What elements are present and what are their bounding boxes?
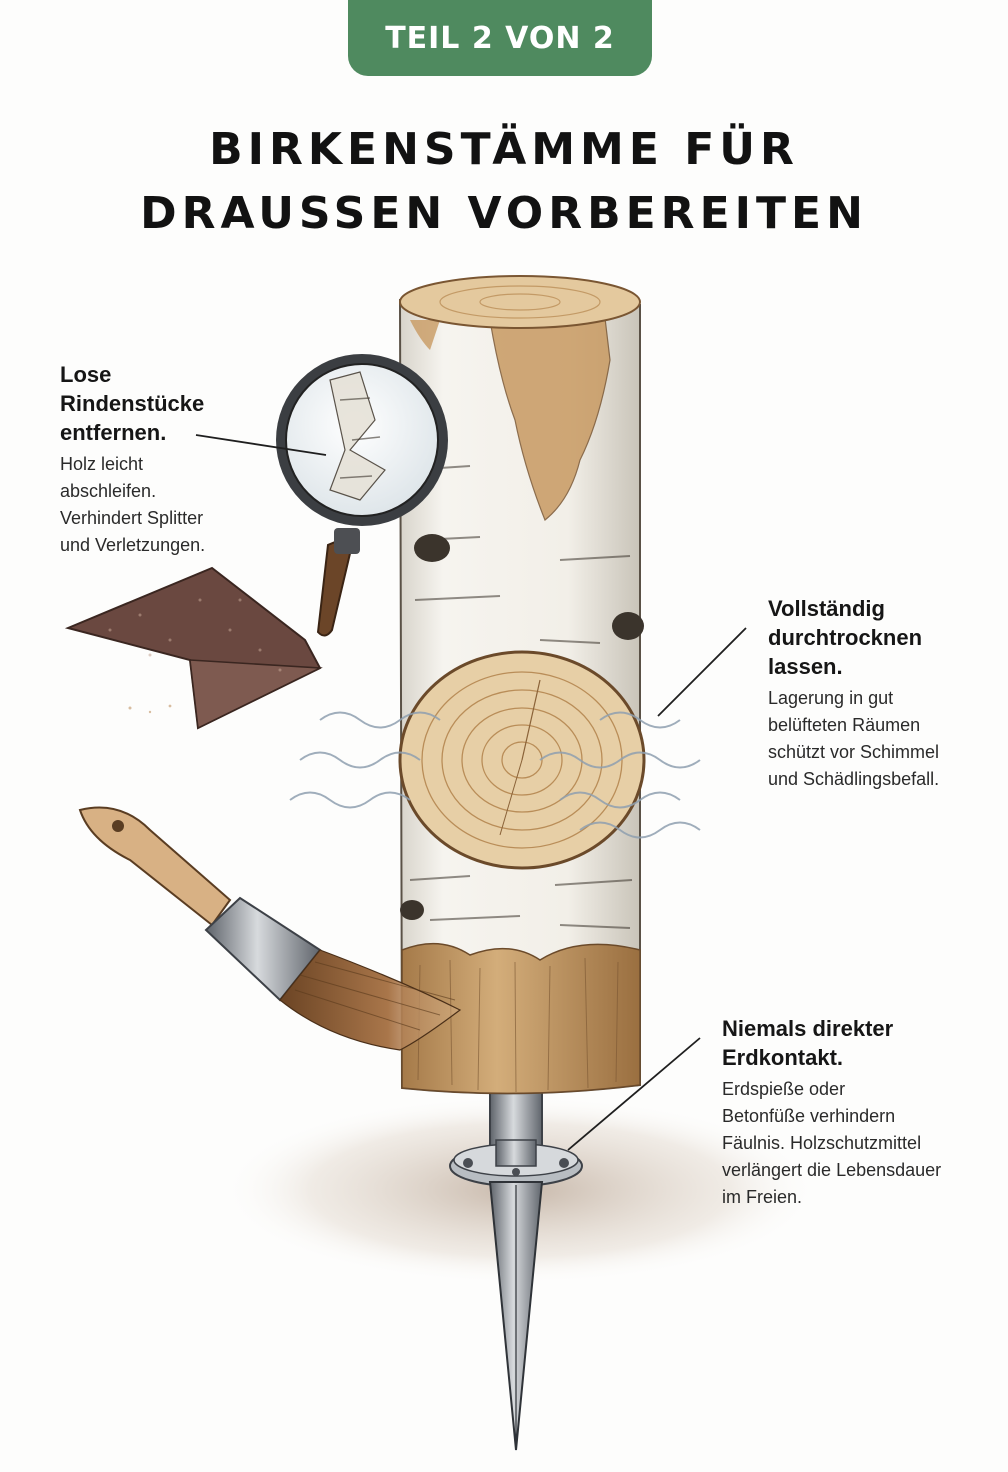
- note-bark: Lose Rindenstücke entfernen. Holz leicht…: [60, 360, 260, 559]
- paintbrush: [78, 806, 462, 1051]
- note-dry-body: Lagerung in gut belüfteten Räumen schütz…: [768, 685, 988, 793]
- note-ground-line: Erdspieße oder: [722, 1079, 846, 1099]
- note-bark-line: Holz leicht: [60, 454, 144, 474]
- note-ground-body: Erdspieße oder Betonfüße verhindern Fäul…: [722, 1076, 982, 1211]
- note-dry-line: belüfteten Räumen: [768, 715, 921, 735]
- birch-log: [398, 275, 646, 1095]
- note-ground-line: Fäulnis. Holzschutzmittel: [722, 1133, 922, 1153]
- note-bark-heading: Lose Rindenstücke entfernen.: [60, 362, 205, 445]
- leader-line-3: [567, 1037, 701, 1151]
- note-bark-line: Verhindert Splitter: [60, 508, 204, 528]
- note-ground-heading: Niemals direkter Erdkontakt.: [722, 1016, 894, 1070]
- note-bark-line: abschleifen.: [60, 481, 157, 501]
- note-ground: Niemals direkter Erdkontakt. Erdspieße o…: [722, 1014, 982, 1211]
- title-line-2: DRAUSSEN VORBEREITEN: [140, 188, 868, 239]
- note-ground-line: Betonfüße verhindern: [722, 1106, 896, 1126]
- title-line-1: BIRKENSTÄMME FÜR: [209, 124, 799, 175]
- note-dry-heading: Vollständig durchtrocknen lassen.: [768, 596, 923, 679]
- air-wisps: [289, 711, 701, 839]
- leader-line-1: [195, 434, 327, 456]
- sandpaper: [64, 566, 323, 730]
- note-dry-line: schützt vor Schimmel: [768, 742, 940, 762]
- note-dry-line: Lagerung in gut: [768, 688, 894, 708]
- magnifying-glass: [276, 354, 448, 637]
- ground-spike: [449, 1084, 583, 1451]
- page-title: BIRKENSTÄMME FÜR DRAUSSEN VORBEREITEN: [0, 118, 1008, 246]
- note-dry-line: und Schädlingsbefall.: [768, 769, 940, 789]
- note-ground-line: im Freien.: [722, 1187, 803, 1207]
- note-dry: Vollständig durchtrocknen lassen. Lageru…: [768, 594, 988, 793]
- part-badge-label: TEIL 2 VON 2: [385, 20, 615, 56]
- leader-line-2: [657, 627, 747, 717]
- note-bark-body: Holz leicht abschleifen. Verhindert Spli…: [60, 451, 260, 559]
- note-ground-line: verlängert die Lebensdauer: [722, 1160, 942, 1180]
- note-bark-line: und Verletzungen.: [60, 535, 206, 555]
- part-badge: TEIL 2 VON 2: [348, 0, 652, 76]
